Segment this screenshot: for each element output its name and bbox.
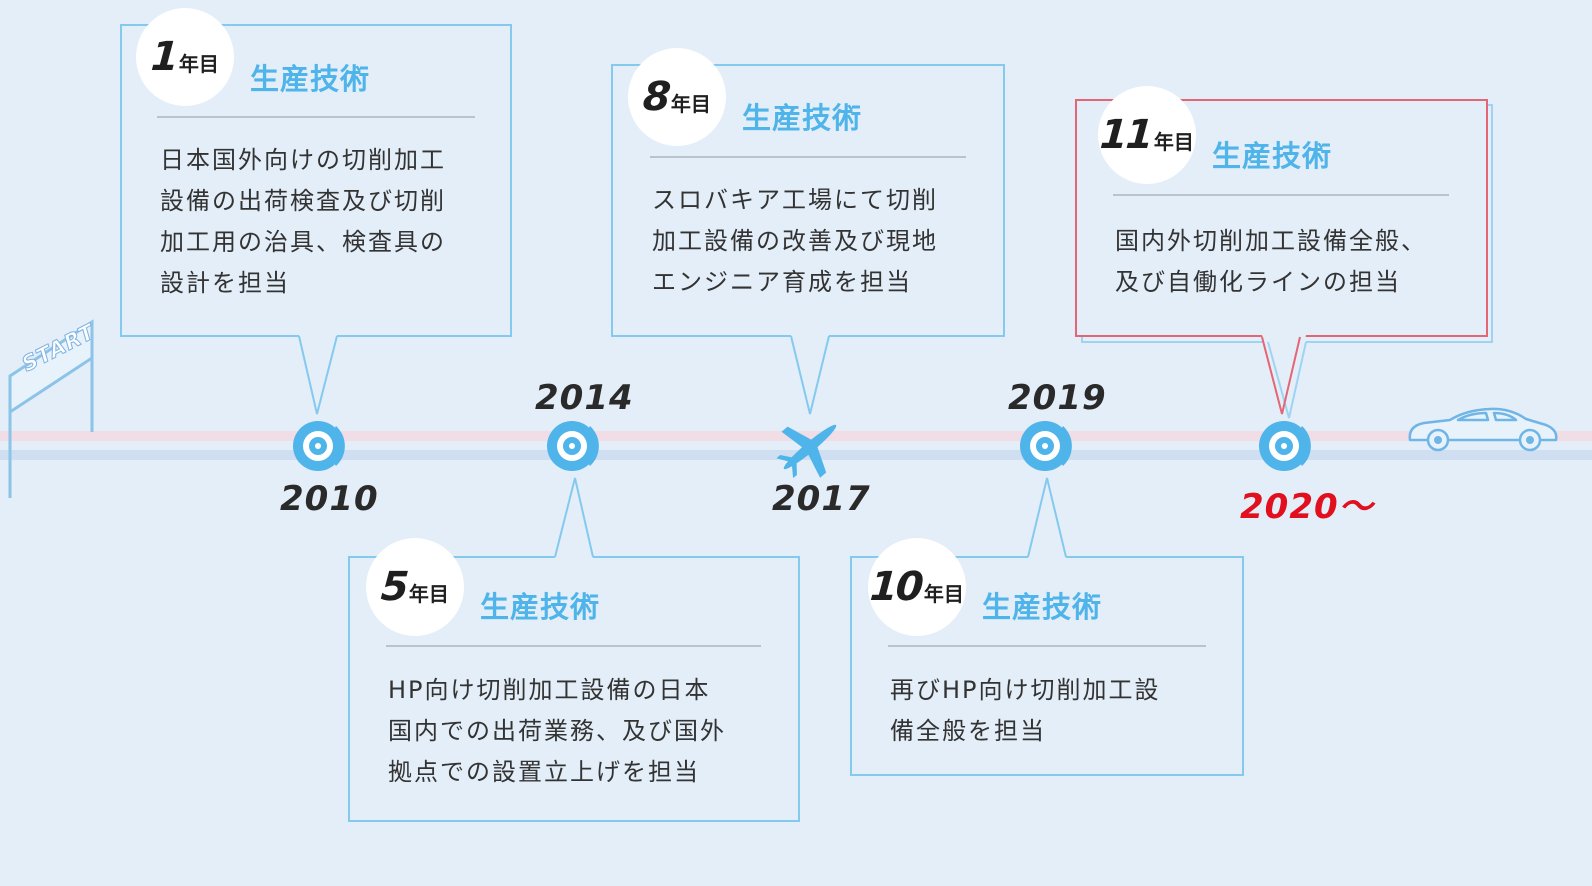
- callout-tail-8: [790, 335, 830, 415]
- year-count-unit: 年目: [178, 51, 219, 76]
- year-count-number: 11: [1098, 112, 1154, 158]
- department-label-8: 生産技術: [742, 101, 863, 135]
- car-icon: [1408, 407, 1558, 452]
- callout-tail-5: [554, 477, 594, 558]
- department-label-1: 生産技術: [250, 62, 371, 96]
- department-label-10: 生産技術: [982, 590, 1103, 624]
- year-count-unit: 年目: [923, 581, 964, 606]
- brake-disc-icon: [1259, 421, 1311, 471]
- year-count-number: 8: [641, 74, 671, 120]
- year-count-number: 5: [379, 564, 409, 610]
- card-divider-5: [386, 645, 761, 647]
- milestone-description-10: 再びHP向け切削加工設 備全般を担当: [890, 676, 1161, 745]
- brake-disc-icon: [547, 421, 599, 471]
- card-divider-8: [650, 156, 966, 158]
- milestone-description-11: 国内外切削加工設備全般、 及び自働化ラインの担当: [1115, 227, 1427, 296]
- callout-tail-10: [1027, 477, 1067, 558]
- year-count-unit: 年目: [1153, 129, 1194, 154]
- milestone-description-1: 日本国外向けの切削加工 設備の出荷検査及び切削 加工用の治具、検査具の 設計を担…: [160, 146, 446, 297]
- year-count-number: 10: [868, 564, 924, 610]
- year-label-2017: 2017: [772, 479, 871, 519]
- brake-disc-icon: [293, 421, 345, 471]
- year-count-unit: 年目: [408, 581, 449, 606]
- department-label-11: 生産技術: [1212, 139, 1333, 173]
- card-divider-11: [1113, 194, 1449, 196]
- milestone-description-5: HP向け切削加工設備の日本 国内での出荷業務、及び国外 拠点での設置立上げを担当: [388, 676, 726, 786]
- year-label-2019: 2019: [1008, 378, 1107, 418]
- year-label-2020: 2020～: [1240, 487, 1374, 527]
- road-line-bottom: [0, 450, 1592, 460]
- brake-disc-icon: [1020, 421, 1072, 471]
- card-divider-1: [157, 116, 475, 118]
- year-label-2010: 2010: [280, 479, 379, 519]
- start-label: START: [17, 319, 99, 377]
- callout-tail-1: [298, 335, 338, 415]
- year-count-unit: 年目: [670, 91, 711, 116]
- milestone-description-8: スロバキア工場にて切削 加工設備の改善及び現地 エンジニア育成を担当: [652, 186, 938, 296]
- year-count-number: 1: [149, 34, 179, 80]
- year-label-2014: 2014: [535, 378, 634, 418]
- callout-tail-11: [1261, 335, 1307, 419]
- department-label-5: 生産技術: [480, 590, 601, 624]
- road-line-top: [0, 431, 1592, 441]
- card-divider-10: [888, 645, 1206, 647]
